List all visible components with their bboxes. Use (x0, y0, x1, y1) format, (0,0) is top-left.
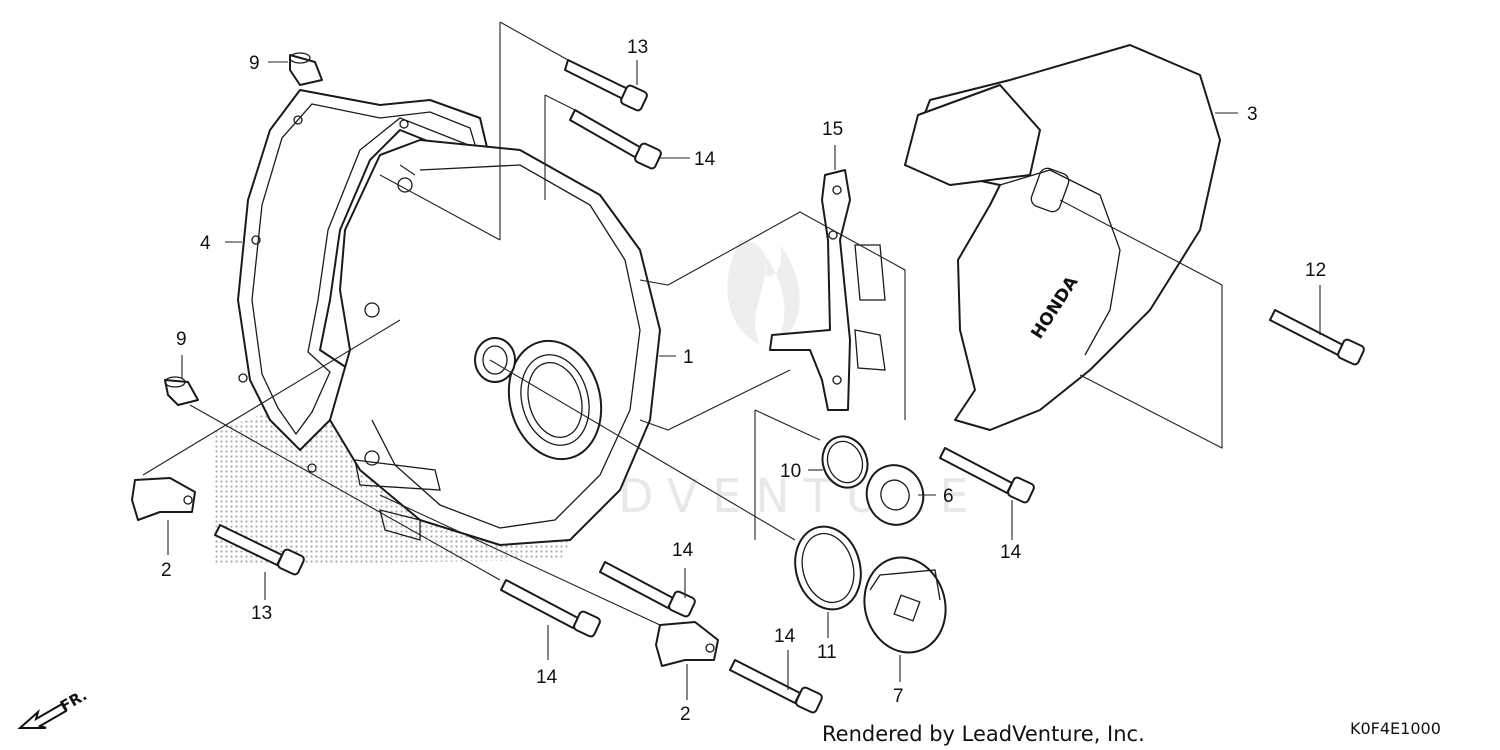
plugs-and-orings (794, 435, 947, 654)
callout-9-lower: 9 (176, 329, 187, 350)
bolt-14-right (939, 447, 1035, 504)
front-arrow-icon (17, 702, 68, 729)
callout-14-right: 14 (1000, 542, 1022, 563)
front-direction-indicator: FR. (17, 686, 90, 729)
clamps (131, 477, 719, 667)
callout-14-lower-right: 14 (774, 626, 796, 647)
callout-12: 12 (1305, 260, 1326, 281)
bracket (769, 169, 886, 411)
callout-11: 11 (817, 642, 837, 663)
bolt-14-lower-left (500, 579, 601, 638)
outer-cover: HONDA (904, 44, 1221, 431)
bolt-14-lower-mid (599, 561, 696, 618)
bolts (214, 59, 1365, 714)
callout-labels: 13 9 14 15 3 4 12 9 1 10 6 14 14 2 13 14… (161, 37, 1326, 725)
callout-13-upper: 13 (627, 37, 648, 58)
callout-1: 1 (683, 347, 694, 368)
callout-4: 4 (200, 233, 211, 254)
diagram-code: K0F4E1000 (1350, 719, 1441, 738)
dowel-pins (164, 52, 323, 406)
callout-13-lower: 13 (251, 603, 272, 624)
bolt-13-upper (564, 59, 648, 112)
left-crankcase-cover (329, 139, 661, 546)
leader-lines (142, 21, 1321, 700)
callout-9-upper: 9 (249, 53, 260, 74)
bolt-14-lower-right (729, 659, 823, 714)
bolt-13-lower (214, 524, 305, 576)
rendered-by-credit: Rendered by LeadVenture, Inc. (822, 722, 1145, 746)
callout-14-upper: 14 (694, 149, 716, 170)
callout-14-lower-left: 14 (536, 667, 558, 688)
callout-7: 7 (893, 686, 904, 707)
bolt-12 (1269, 309, 1365, 366)
callout-15: 15 (822, 119, 843, 140)
callout-10: 10 (780, 461, 801, 482)
callout-2-lower: 2 (680, 704, 691, 725)
callout-3: 3 (1247, 104, 1258, 125)
callout-14-mid: 14 (672, 540, 694, 561)
callout-6: 6 (943, 486, 954, 507)
gasket (237, 89, 491, 473)
bolt-14-upper (569, 109, 662, 170)
callout-2-left: 2 (161, 560, 172, 581)
